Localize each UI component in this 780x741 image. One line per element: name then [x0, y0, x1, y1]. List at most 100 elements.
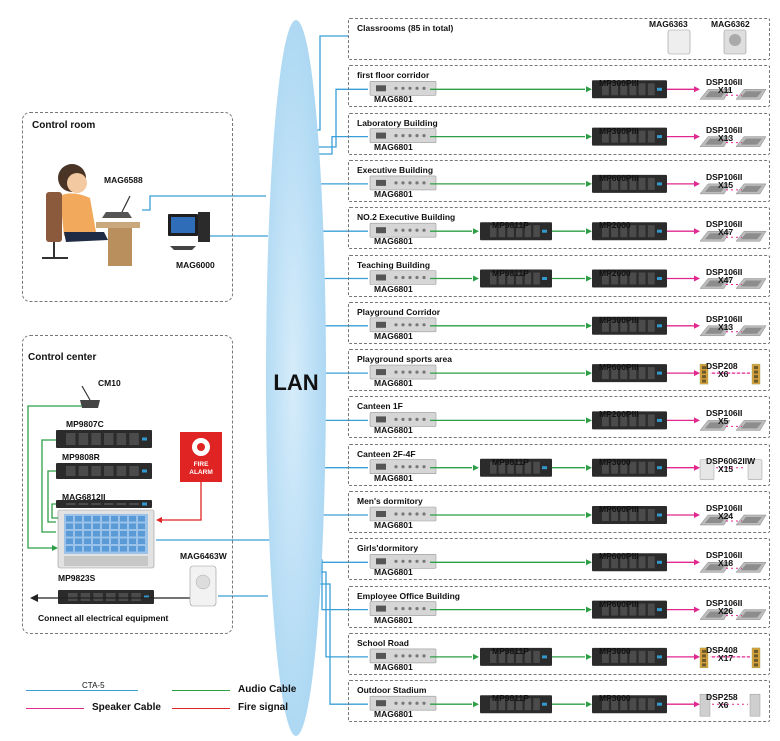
mixer-rack-panel [507, 650, 514, 663]
control-room-zone [22, 112, 233, 302]
amp-rack-led [657, 229, 662, 233]
audio-arrow [586, 86, 592, 93]
mixer-rack-panel [507, 461, 514, 474]
speaker-arrow [694, 512, 700, 518]
mp9823s-key [93, 546, 100, 552]
mixer-rack-panel [507, 698, 514, 711]
ceiling-speaker-b-grille [741, 517, 762, 523]
mixer-rack-panel [507, 225, 514, 238]
amp-rack-panel [602, 177, 609, 190]
ceiling-speaker-b-grille [741, 91, 762, 98]
amp-label: MP600PIII [599, 504, 639, 514]
column-speaker-b [751, 647, 761, 669]
amp-rack-panel [638, 556, 646, 569]
power-sequencer-rack-panel [118, 593, 129, 601]
mixer-rack-panel [516, 698, 523, 711]
terminal-mag6801-knob [408, 512, 412, 516]
amp-rack-panel [620, 556, 628, 569]
column-speaker-b-slot [754, 658, 758, 662]
amp-rack-panel [602, 367, 609, 380]
mag6812-rack-led [142, 502, 147, 506]
mp9823s-key [84, 531, 91, 537]
power-sequencer-rack-panel [68, 593, 78, 601]
power-sequencer-rack-panel [93, 593, 103, 601]
speaker-arrow [694, 606, 700, 613]
column-speaker-a-slot [702, 375, 706, 379]
ceiling-speaker-b-grille [741, 280, 762, 287]
speaker-label: DSP106II [706, 124, 743, 135]
amp-rack-panel [629, 225, 637, 238]
mp9823s-key [75, 546, 82, 552]
mixer-rack-panel [524, 698, 532, 711]
zone-box [348, 301, 770, 344]
mp9823s-key [102, 531, 109, 537]
amp-rack-panel [602, 130, 609, 143]
mag6588-label: MAG6588 [104, 175, 143, 185]
zone-title: Employee Office Building [357, 590, 460, 601]
audio-arrow [586, 653, 592, 660]
amp-rack-panel [620, 225, 628, 238]
zone-title: School Road [357, 637, 409, 648]
mixer-rack-panel [524, 650, 532, 663]
speaker-count: X5 [718, 416, 729, 427]
amp-rack-panel [629, 461, 637, 474]
amp-rack-led [657, 466, 662, 470]
speaker-count: X47 [718, 227, 734, 238]
amp-rack-panel [620, 603, 628, 616]
terminal-mag6801-knob [415, 86, 419, 90]
control-room-title: Control room [32, 120, 96, 131]
classroom-speaker-b-cone [729, 34, 741, 46]
terminal-mag6801-knob [401, 181, 405, 185]
speaker-count: X47 [718, 274, 734, 285]
mp9823s-key [120, 538, 127, 544]
mp9807c-audio-link [41, 439, 56, 533]
terminal-mag6801-display [376, 605, 386, 612]
terminal-mag6801-knob [415, 323, 419, 327]
amp-rack-panel [611, 698, 619, 711]
mp9807c-rack-panel [104, 433, 114, 445]
terminal-label: MAG6801 [374, 614, 413, 625]
terminal-mag6801-knob [422, 654, 426, 658]
amp-rack-led [657, 560, 662, 564]
zone-title: Playground Corridor [357, 306, 441, 317]
amp-rack-panel [638, 650, 646, 663]
terminal-mag6801-knob [401, 465, 405, 469]
zone-box [348, 349, 770, 392]
zone-box [348, 585, 770, 628]
mp9823s-key [66, 546, 73, 552]
terminal-mag6801-display [376, 227, 386, 234]
terminal-mag6801-knob [394, 417, 398, 421]
amp-rack-panel [602, 461, 609, 474]
column-speaker-a-slot [702, 370, 706, 374]
power-sequencer-rack-panel [131, 593, 141, 601]
mp9823s-key [66, 531, 73, 537]
terminal-mag6801-knob [401, 370, 405, 374]
ceiling-speaker-a-grille [705, 611, 726, 618]
mp9823s-key [84, 538, 91, 544]
amp-rack-panel [611, 414, 619, 427]
amp-rack-panel [611, 461, 619, 474]
amp-rack-panel [647, 367, 655, 380]
amp-rack-led [657, 655, 662, 659]
pole-speaker-b [749, 693, 761, 717]
mp9823s-key [84, 546, 91, 552]
mixer-rack-panel [524, 272, 532, 285]
amp-rack-panel [620, 509, 628, 521]
terminal-mag6801-knob [415, 370, 419, 374]
amp-rack-led [657, 608, 662, 612]
legend-audio-line [172, 690, 230, 691]
speaker-label: DSP106II [706, 597, 743, 608]
zone-box [348, 680, 770, 723]
column-speaker-b-slot [754, 366, 758, 370]
amp-rack-led [657, 277, 662, 280]
mp9823s-key [111, 546, 118, 552]
speaker-count: X24 [718, 511, 734, 521]
terminal-mag6801-knob [401, 86, 405, 90]
mixer-rack-panel [498, 650, 506, 663]
wall-speaker-a [699, 459, 715, 480]
terminal-mag6801-knob [422, 559, 426, 563]
cm10-mic-base [80, 400, 100, 408]
amp-rack-panel [620, 367, 628, 380]
zone-title: Executive Building [357, 164, 434, 175]
connect-note: Connect all electrical equipment [38, 613, 169, 623]
